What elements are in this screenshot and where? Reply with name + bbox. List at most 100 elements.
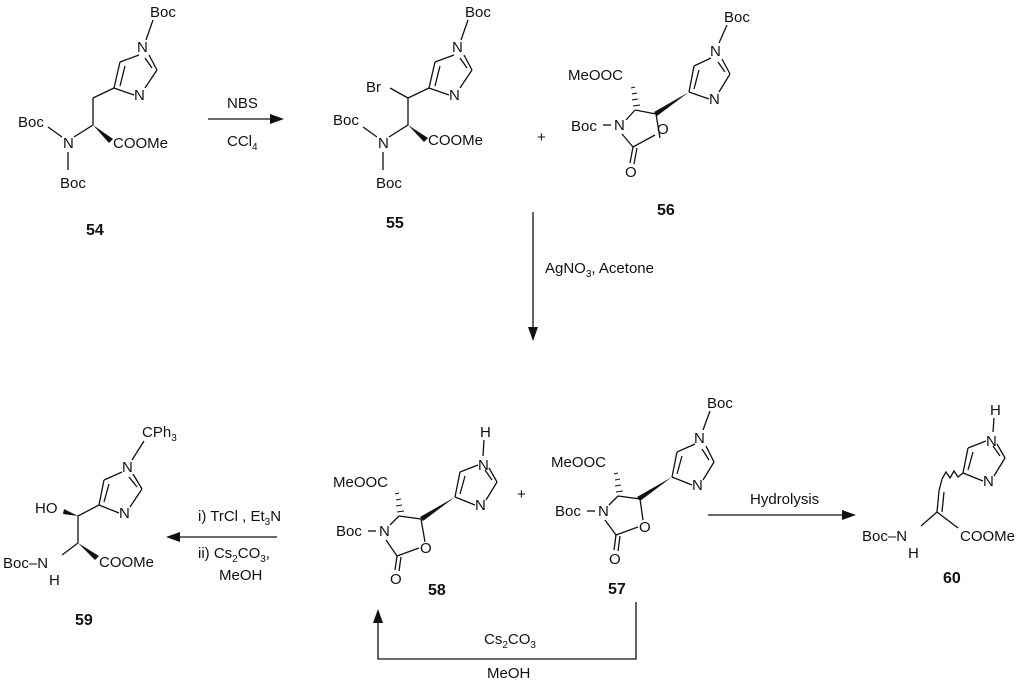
hash-bond <box>631 98 639 101</box>
ester-label: MeOOC <box>333 474 388 491</box>
bond <box>460 19 469 41</box>
bond <box>92 87 115 99</box>
bond <box>655 113 661 139</box>
bond <box>459 475 466 495</box>
bond <box>702 461 715 481</box>
bond <box>701 448 710 461</box>
bond <box>132 473 143 490</box>
reagent-label: AgNO3, Acetone <box>545 260 654 280</box>
boc-label: Boc <box>376 175 402 192</box>
bond <box>113 87 135 96</box>
bond <box>144 57 153 69</box>
reagent-label: ii) Cs2CO3, <box>198 545 270 565</box>
solvent-label: MeOH <box>487 665 530 682</box>
arrow-head <box>528 327 538 341</box>
boc-label: Boc <box>465 4 491 21</box>
ring-nitrogen: N <box>379 523 390 540</box>
bond <box>688 65 695 93</box>
bond <box>632 134 656 148</box>
compound-number: 56 <box>657 202 675 219</box>
nh-hydrogen: H <box>990 402 1001 419</box>
imidazole-nitrogen: N <box>478 457 489 474</box>
bond <box>941 491 945 513</box>
ring-nitrogen: N <box>449 87 460 104</box>
compound-number: 60 <box>943 570 961 587</box>
amine-hydrogen: H <box>49 572 60 589</box>
bond <box>608 495 619 506</box>
arrow-head <box>373 609 383 623</box>
bond <box>398 515 422 520</box>
bond <box>385 539 398 557</box>
ring-nitrogen: N <box>598 503 609 520</box>
bond <box>485 481 498 501</box>
amine-label: Boc–N <box>3 555 48 572</box>
bond <box>676 455 683 475</box>
reaction-arrow-cs2co3: Cs2CO3 MeOH <box>373 602 637 682</box>
imidazole-nitrogen: N <box>694 430 705 447</box>
imidazole-nitrogen: N <box>709 91 720 108</box>
bond <box>428 61 436 89</box>
ring-nitrogen: N <box>137 39 148 56</box>
carbonyl-oxygen: O <box>390 571 402 588</box>
boc-label: Boc <box>336 523 362 540</box>
amine-label: Boc–N <box>862 528 907 545</box>
bond <box>936 511 959 529</box>
amine-nitrogen: N <box>63 135 74 152</box>
reagent-label: Cs2CO3 <box>484 631 536 651</box>
bond <box>613 534 617 551</box>
bond <box>389 87 409 99</box>
bond <box>705 445 715 463</box>
ester-label: MeOOC <box>568 67 623 84</box>
hash-bond <box>631 92 638 95</box>
solvent-label: CCl4 <box>227 133 258 153</box>
bond <box>77 504 100 517</box>
boc-label: Boc <box>555 503 581 520</box>
boc-label: Boc <box>18 114 44 131</box>
bond <box>98 504 120 514</box>
ring-nitrogen: N <box>452 39 463 56</box>
bond <box>394 555 398 571</box>
imidazole-nitrogen: N <box>983 473 994 490</box>
bond <box>128 476 138 488</box>
wedge-bond <box>93 125 113 143</box>
trityl-label: CPh3 <box>142 424 177 444</box>
ring-oxygen: O <box>657 121 669 138</box>
hash-bond <box>614 478 621 481</box>
reaction-arrow-nbs: NBS CCl4 <box>208 95 284 153</box>
compound-number: 58 <box>428 582 446 599</box>
bond <box>992 445 1001 457</box>
bond <box>47 126 63 138</box>
wedge-bond <box>63 509 78 516</box>
wedge-bond <box>654 92 689 116</box>
wedge-bond <box>420 497 455 521</box>
carbonyl-oxygen: O <box>625 164 637 181</box>
bond <box>962 447 969 474</box>
ester-label: COOMe <box>99 554 154 571</box>
wedge-bond <box>408 125 428 142</box>
bond <box>967 451 974 471</box>
compound-60: H N N COOMe Boc–N H 60 <box>862 402 1015 587</box>
bond <box>482 439 485 457</box>
bond <box>920 511 938 527</box>
compound-55: Boc N N Br COOMe N Boc Boc 55 <box>333 4 491 232</box>
compound-number: 59 <box>75 612 93 629</box>
bond <box>454 471 461 498</box>
compound-59: CPh3 N N HO COOMe Boc–N H 59 <box>3 424 177 629</box>
bond <box>693 57 712 67</box>
bond <box>484 469 493 481</box>
imidazole-nitrogen: N <box>475 497 486 514</box>
bond <box>463 54 473 71</box>
solvent-label: MeOH <box>219 567 262 584</box>
bond <box>604 519 617 536</box>
boc-label: Boc <box>571 118 597 135</box>
bond <box>144 69 158 89</box>
arrow-head <box>166 532 180 542</box>
bond <box>617 535 621 552</box>
imidazole-nitrogen: N <box>692 477 703 494</box>
compound-number: 54 <box>86 222 104 239</box>
imidazole-nitrogen: N <box>710 43 721 60</box>
reaction-arrow-hydrolysis: Hydrolysis <box>708 491 856 520</box>
hash-bond <box>396 510 405 513</box>
bond <box>488 467 498 483</box>
